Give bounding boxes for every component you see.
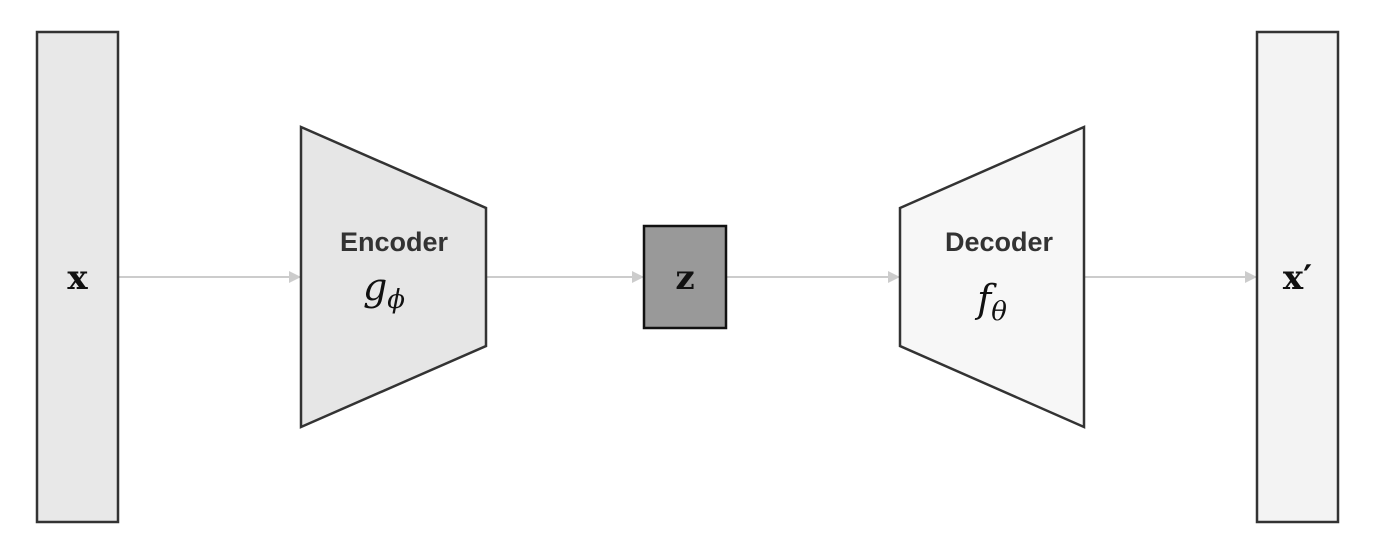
decoder-function-subscript: θ: [991, 297, 1007, 327]
decoder-shape: [898, 125, 1086, 429]
input-label: x: [67, 258, 88, 298]
output-box: [1255, 30, 1340, 524]
encoder-function: gϕ: [363, 265, 405, 315]
encoder-block: Encoder gϕ: [299, 125, 488, 429]
latent-block: z: [642, 224, 728, 330]
latent-box: [642, 224, 728, 330]
decoder-title: Decoder: [945, 227, 1054, 257]
output-label: x′: [1283, 258, 1312, 298]
encoder-function-symbol: g: [363, 265, 387, 309]
decoder-block: Decoder fθ: [898, 125, 1086, 429]
encoder-function-subscript: ϕ: [387, 285, 405, 315]
encoder-title: Encoder: [340, 227, 449, 257]
latent-label: z: [675, 258, 694, 298]
input-box: [35, 30, 120, 524]
encoder-shape: [299, 125, 488, 429]
input-block: x: [35, 30, 120, 524]
output-block: x′: [1255, 30, 1340, 524]
